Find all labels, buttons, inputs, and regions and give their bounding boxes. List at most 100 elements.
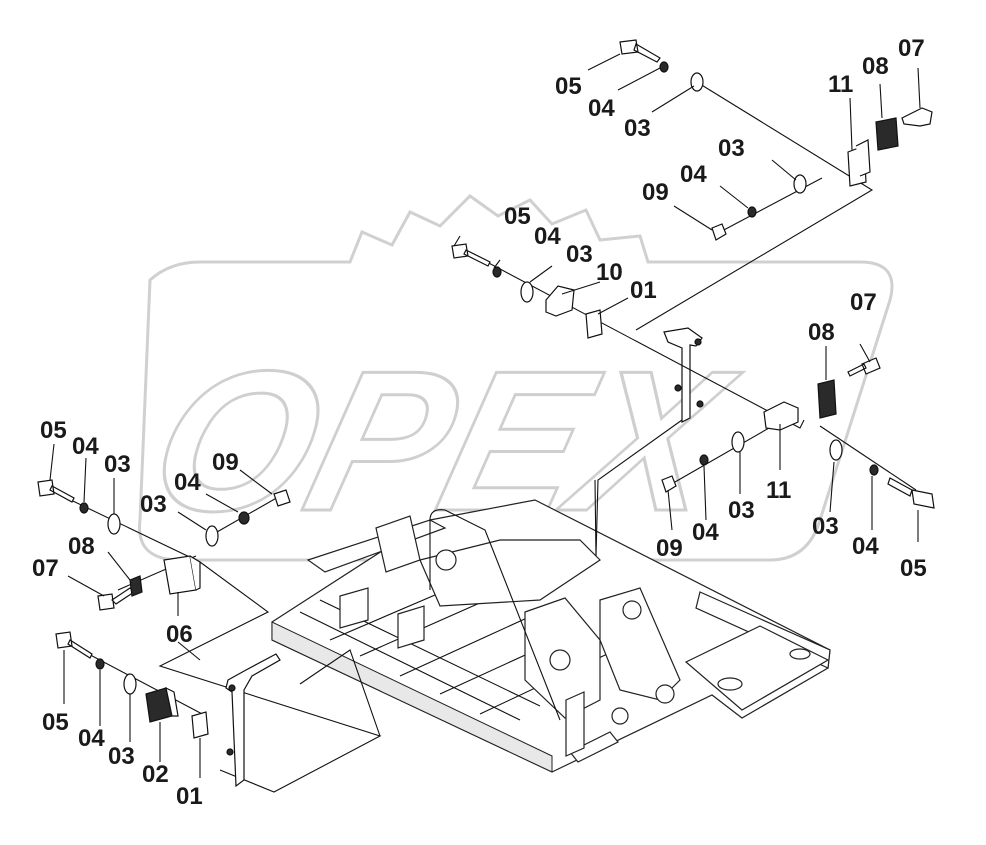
bolt-l bbox=[37, 479, 75, 503]
leader-bl bbox=[63, 650, 201, 778]
bolt-tr-2 bbox=[901, 107, 933, 127]
callout-bl-05: 05 bbox=[42, 709, 69, 736]
leader-left bbox=[49, 443, 273, 616]
callout-c-04: 04 bbox=[534, 223, 561, 250]
callout-r-03: 03 bbox=[728, 497, 755, 524]
bracket-l-flange bbox=[189, 555, 201, 591]
washer-r bbox=[731, 431, 745, 453]
top-right-parts bbox=[619, 39, 933, 241]
callout-r-07: 07 bbox=[850, 289, 877, 316]
frame-right-cap-2 bbox=[789, 648, 811, 660]
frame-pivot-1 bbox=[549, 649, 571, 671]
callout-l-05: 05 bbox=[40, 417, 67, 444]
left-parts bbox=[37, 479, 291, 611]
lockwasher-tr bbox=[659, 61, 669, 73]
frame-left-block-2 bbox=[397, 605, 425, 649]
exploded-line-top-2 bbox=[719, 177, 823, 233]
callout-tr-05: 05 bbox=[555, 73, 582, 100]
callout-tr-09: 09 bbox=[642, 179, 669, 206]
bolt-l-2 bbox=[97, 587, 135, 611]
frame-pivot-4 bbox=[611, 707, 629, 725]
center-handle-assembly bbox=[663, 327, 704, 423]
callout-leaders bbox=[49, 53, 921, 778]
callout-l-06: 06 bbox=[166, 621, 193, 648]
spacer-tr bbox=[875, 117, 899, 151]
callout-l-03b: 03 bbox=[140, 491, 167, 518]
nut-tr bbox=[711, 223, 727, 241]
callout-tr-03: 03 bbox=[624, 115, 651, 142]
bracket-c bbox=[545, 285, 575, 317]
callout-r-04b: 04 bbox=[852, 533, 879, 560]
bolt-tr bbox=[619, 39, 661, 63]
frame-left-block-1 bbox=[339, 587, 369, 629]
spacer-l bbox=[129, 575, 143, 597]
callout-bl-03: 03 bbox=[108, 743, 135, 770]
bolt-r bbox=[887, 477, 935, 509]
handle-bl-bolt-1 bbox=[228, 684, 236, 692]
lockwasher-r bbox=[699, 454, 709, 466]
exploded-line-bl-2 bbox=[299, 649, 381, 737]
lockwasher-l bbox=[79, 502, 89, 514]
frame-right-tank bbox=[684, 625, 830, 711]
callout-l-08: 08 bbox=[68, 533, 95, 560]
lockwasher-c bbox=[492, 266, 502, 278]
callout-tr-03b: 03 bbox=[718, 135, 745, 162]
center-handle-bolt-1 bbox=[694, 338, 702, 346]
callout-tr-11: 11 bbox=[828, 71, 853, 98]
callout-bl-02: 02 bbox=[142, 761, 169, 788]
lockwasher-bl bbox=[95, 658, 105, 670]
callout-bl-04: 04 bbox=[78, 725, 105, 752]
frame-step-bracket bbox=[565, 691, 585, 757]
bracket-r bbox=[763, 401, 799, 431]
exploded-line-center-2 bbox=[819, 425, 917, 491]
lockwasher-tr-2 bbox=[747, 206, 757, 218]
nut-r bbox=[661, 475, 677, 493]
callout-l-04: 04 bbox=[72, 433, 99, 460]
bottom-left-parts bbox=[55, 631, 281, 788]
frame-step bbox=[569, 731, 619, 763]
washer-c bbox=[520, 281, 534, 303]
callout-r-08: 08 bbox=[808, 319, 835, 346]
bolt-bl bbox=[55, 631, 93, 659]
callout-r-05: 05 bbox=[900, 555, 927, 582]
leader-tr bbox=[587, 53, 921, 231]
lockwasher-l-2 bbox=[238, 511, 250, 525]
center-handle-bolt-2 bbox=[696, 400, 704, 408]
block-bl-face bbox=[165, 686, 179, 717]
exploded-line-right-washers bbox=[667, 423, 777, 487]
spacer-r bbox=[817, 379, 837, 419]
callout-labels: 05 04 03 11 08 07 03 04 09 05 04 03 10 0… bbox=[32, 35, 927, 810]
lockwasher-r-2 bbox=[869, 464, 879, 476]
washer-l-2 bbox=[205, 525, 219, 547]
frame-pivot-3 bbox=[655, 684, 675, 704]
handle-bl-bolt-2 bbox=[226, 748, 234, 756]
machine-frame bbox=[271, 479, 831, 773]
washer-r-2 bbox=[829, 439, 843, 461]
center-handle-bolt-3 bbox=[674, 384, 682, 392]
callout-r-04: 04 bbox=[692, 519, 719, 546]
callout-tr-04b: 04 bbox=[680, 161, 707, 188]
leader-right bbox=[667, 343, 919, 542]
callout-tr-07: 07 bbox=[898, 35, 925, 62]
exploded-line-right-down bbox=[595, 419, 683, 557]
washer-l bbox=[107, 513, 121, 535]
plate-c bbox=[585, 309, 603, 339]
callout-c-03: 03 bbox=[566, 241, 593, 268]
right-parts bbox=[661, 357, 935, 509]
callout-r-03b: 03 bbox=[812, 513, 839, 540]
frame-pipe bbox=[429, 509, 561, 721]
callout-tr-04: 04 bbox=[588, 95, 615, 122]
frame-cross-1 bbox=[329, 579, 621, 715]
callout-l-09: 09 bbox=[212, 449, 239, 476]
callout-l-07: 07 bbox=[32, 555, 59, 582]
washer-bl bbox=[123, 673, 137, 695]
exploded-line-sl bbox=[177, 641, 201, 661]
bolt-r-top bbox=[847, 357, 881, 377]
callout-l-03: 03 bbox=[104, 451, 131, 478]
nut-l bbox=[273, 489, 291, 507]
callout-c-05: 05 bbox=[504, 203, 531, 230]
exploded-line-center bbox=[467, 251, 805, 429]
bolt-c bbox=[451, 243, 491, 267]
callout-c-01: 01 bbox=[630, 277, 657, 304]
